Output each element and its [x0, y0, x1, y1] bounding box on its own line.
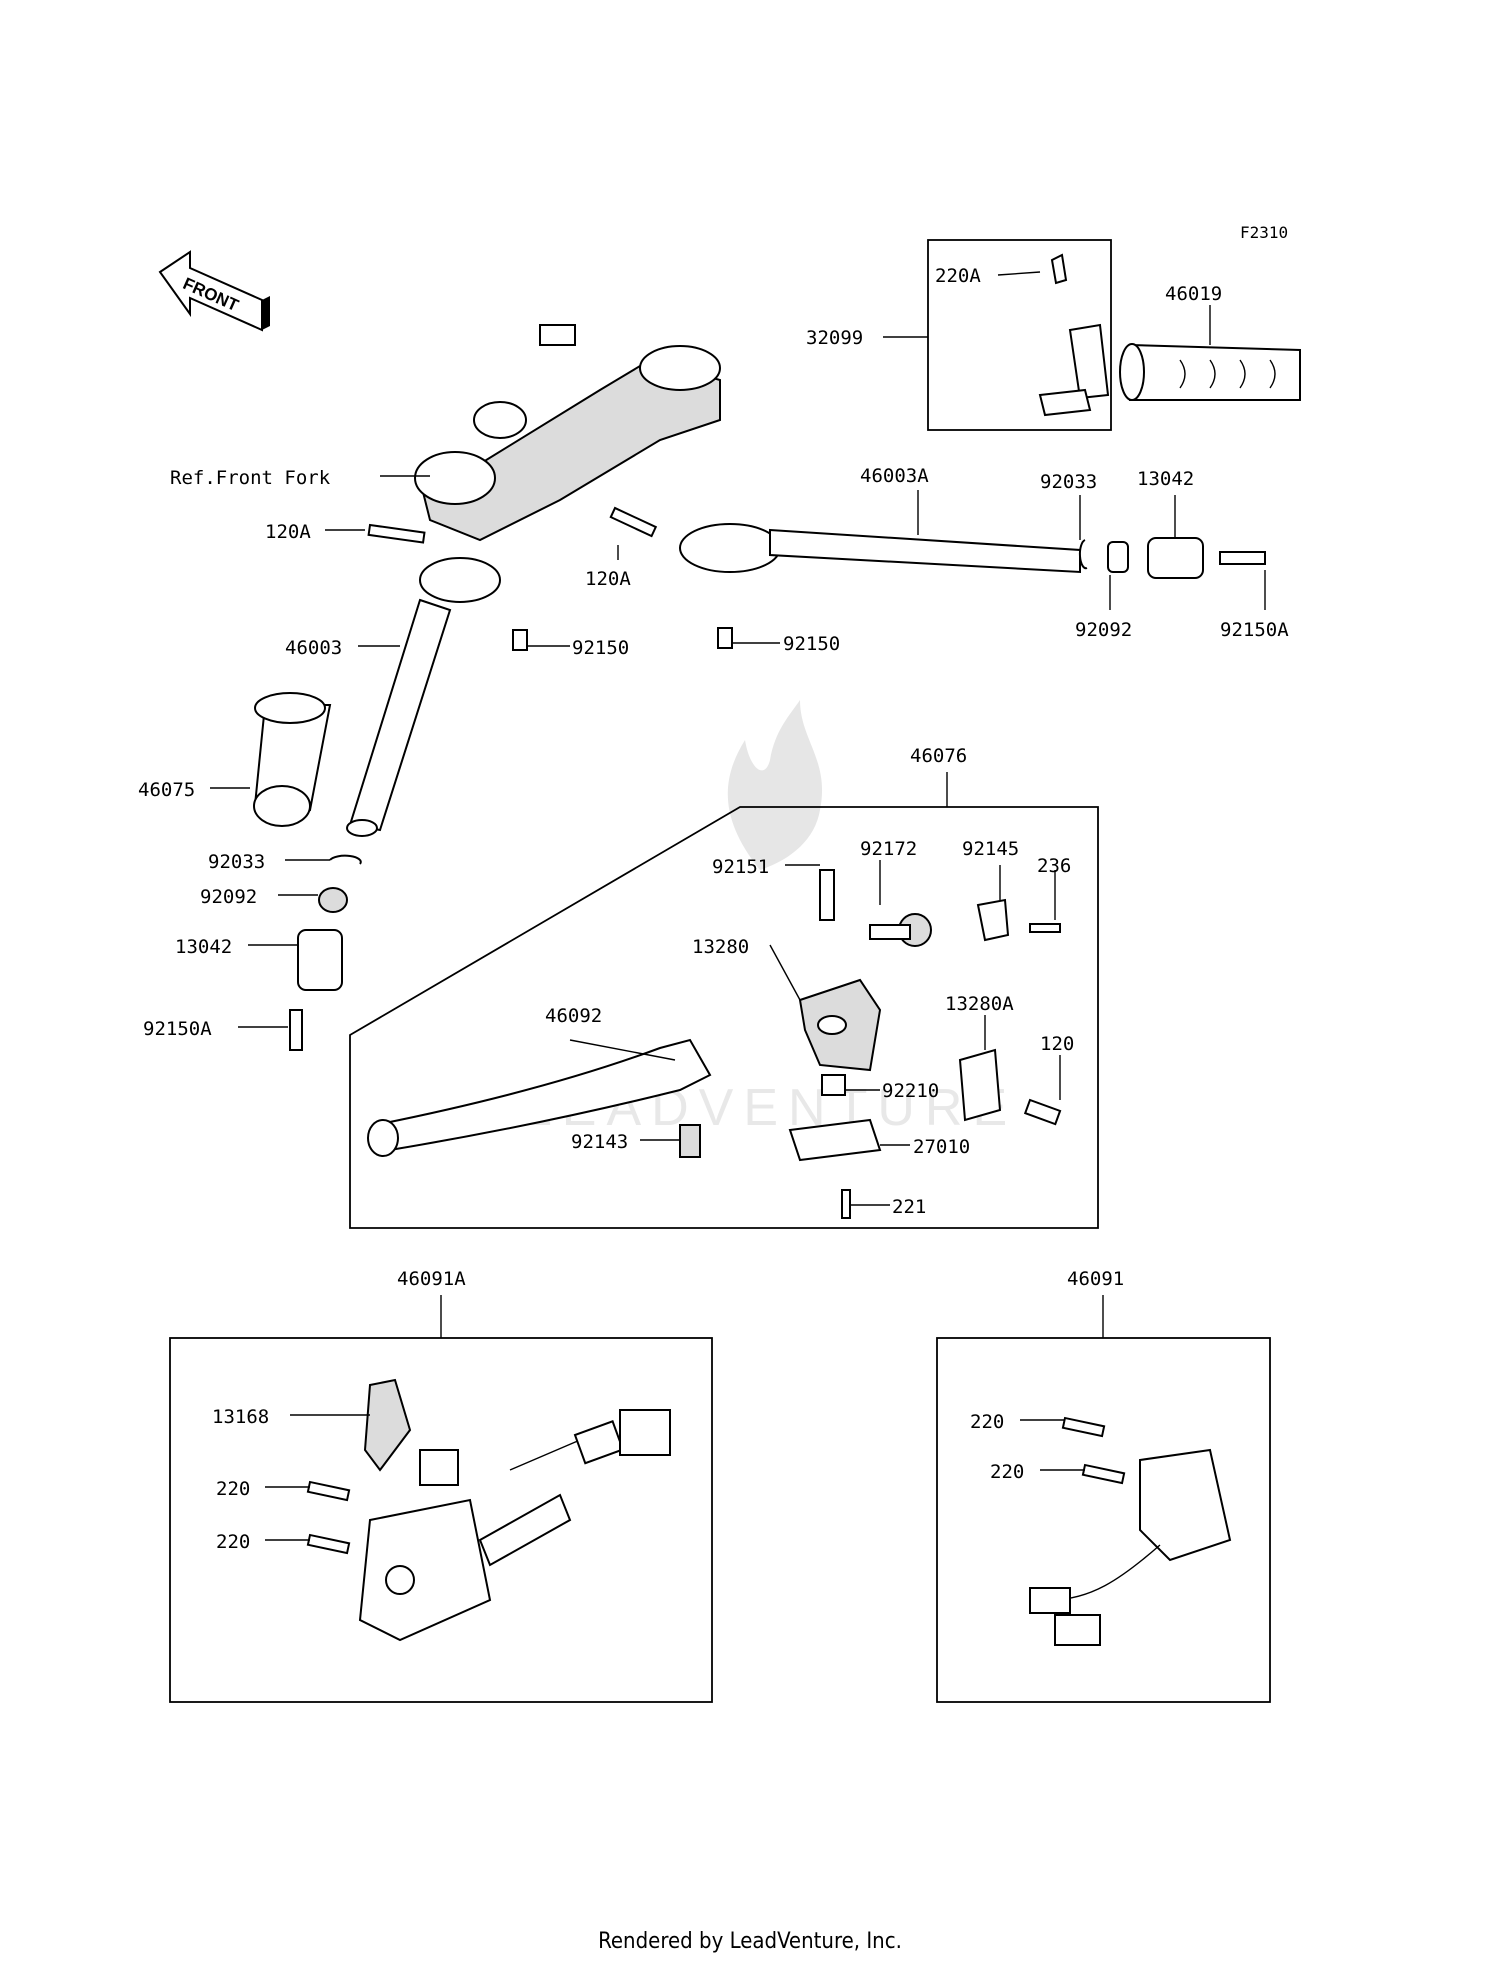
collar-92092-l [318, 887, 348, 913]
label-13168: 13168 [212, 1406, 269, 1428]
label-120A-c: 120A [585, 568, 631, 590]
bolt-92151 [819, 869, 835, 921]
leader-lines [210, 271, 1266, 1541]
grip-46019 [1119, 343, 1301, 401]
handlebar-46003 [346, 557, 501, 837]
label-46003: 46003 [285, 637, 342, 659]
clamp-13280A [958, 1048, 1002, 1122]
label-220-a2: 220 [216, 1531, 250, 1553]
front-arrow-icon: FRONT [158, 250, 270, 332]
switch-housing-46091A [358, 1409, 671, 1642]
spring-92145 [976, 898, 1010, 942]
label-92172: 92172 [860, 838, 917, 860]
label-92150A-l: 92150A [143, 1018, 212, 1040]
switch-housing-46091 [1029, 1448, 1232, 1646]
connector-a [619, 1409, 671, 1456]
label-120: 120 [1040, 1033, 1074, 1055]
label-92150-l: 92150 [572, 637, 629, 659]
label-92033-l: 92033 [208, 851, 265, 873]
lever-46092 [367, 1038, 712, 1157]
screw-221 [841, 1189, 851, 1219]
nut-92210 [821, 1074, 846, 1096]
label-27010: 27010 [913, 1136, 970, 1158]
bolt-92150-l [512, 629, 528, 651]
label-92143: 92143 [571, 1131, 628, 1153]
clutch-lever-box [349, 806, 1099, 1229]
label-13042-r: 13042 [1137, 468, 1194, 490]
weight-13042-r [1147, 537, 1204, 579]
handlebar-46003A [679, 523, 1081, 574]
label-92150A-r: 92150A [1220, 619, 1289, 641]
bolt-120 [1023, 1098, 1062, 1126]
label-13042-l: 13042 [175, 936, 232, 958]
circlip-92033-r [1078, 539, 1088, 570]
collar-92143 [679, 1124, 701, 1158]
connector-c [1054, 1614, 1101, 1646]
label-ref-front-fork: Ref.Front Fork [170, 467, 331, 489]
grip-46075 [253, 692, 332, 827]
label-236: 236 [1037, 855, 1071, 877]
collar-92092-r [1107, 541, 1129, 573]
label-120A-l: 120A [265, 521, 311, 543]
label-92151: 92151 [712, 856, 769, 878]
label-13280: 13280 [692, 936, 749, 958]
screw-220-b1 [1061, 1416, 1106, 1438]
label-46092: 46092 [545, 1005, 602, 1027]
lever-holder-13280 [798, 978, 882, 1072]
label-46019: 46019 [1165, 283, 1222, 305]
bolt-92150A-l [289, 1009, 303, 1051]
cover-13168 [363, 1378, 412, 1472]
circlip-92033-l [329, 854, 362, 865]
label-46003A: 46003A [860, 465, 929, 487]
label-46091: 46091 [1067, 1268, 1124, 1290]
screw-220-a2 [306, 1533, 351, 1555]
label-32099: 32099 [806, 327, 863, 349]
label-220-b2: 220 [990, 1461, 1024, 1483]
switch-27010 [788, 1118, 882, 1162]
screw-220-b2 [1081, 1463, 1126, 1485]
label-46091A: 46091A [397, 1268, 466, 1290]
adjuster-92172 [869, 913, 932, 947]
label-46075: 46075 [138, 779, 195, 801]
footer-credit: Rendered by LeadVenture, Inc. [598, 1929, 902, 1954]
part-labels: Ref.Front Fork 220A 32099 46019 46003A 9… [138, 265, 1289, 1553]
triple-clamp [414, 324, 721, 542]
bolt-92150-c [717, 627, 733, 649]
screw-220-a1 [306, 1480, 351, 1502]
weight-13042-l [297, 929, 343, 991]
throttle-assembly-box [927, 239, 1112, 431]
label-13280A: 13280A [945, 993, 1014, 1015]
label-220A: 220A [935, 265, 981, 287]
connector-b [1029, 1587, 1071, 1614]
label-92150-c: 92150 [783, 633, 840, 655]
label-92033-r: 92033 [1040, 471, 1097, 493]
bolt-92150A-r [1219, 551, 1266, 565]
label-220-b1: 220 [970, 1411, 1004, 1433]
throttle-tube [1038, 253, 1110, 417]
diagram-code: F2310 [1240, 223, 1288, 242]
label-46076: 46076 [910, 745, 967, 767]
label-92145: 92145 [962, 838, 1019, 860]
bolt-120A-l [367, 523, 426, 544]
screw-236 [1029, 923, 1061, 933]
label-92092-l: 92092 [200, 886, 257, 908]
label-220-a1: 220 [216, 1478, 250, 1500]
label-221: 221 [892, 1196, 926, 1218]
label-92210: 92210 [882, 1080, 939, 1102]
label-92092-r: 92092 [1075, 619, 1132, 641]
bolt-120A-c [609, 506, 658, 538]
